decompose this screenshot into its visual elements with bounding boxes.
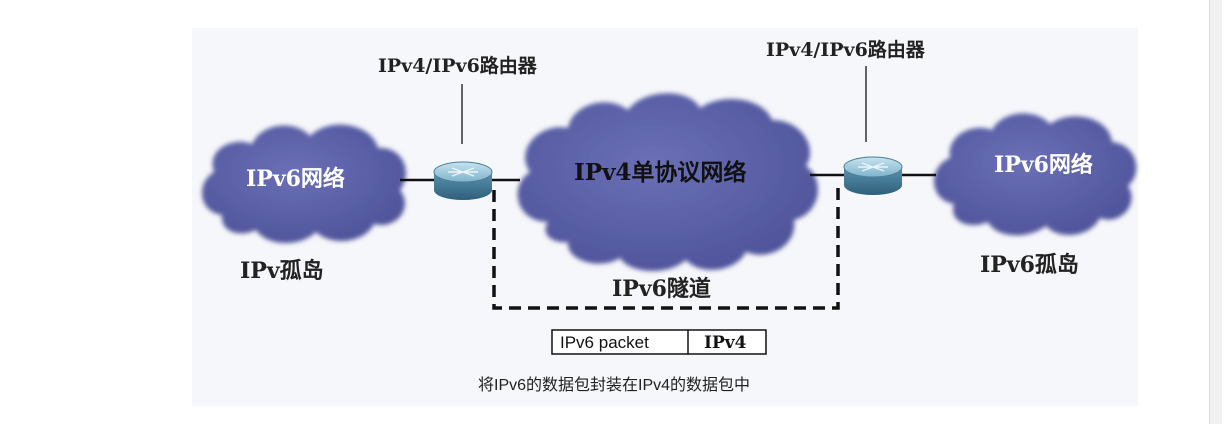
- right-island-label: IPv6孤岛: [980, 252, 1079, 278]
- left-ipv6-cloud: [202, 124, 406, 244]
- right-cloud-label: IPv6网络: [994, 152, 1093, 178]
- encapsulated-packet: IPv6 packet IPv4: [551, 329, 767, 355]
- right-router-icon: [843, 156, 903, 195]
- left-router-label: IPv4/IPv6路由器: [378, 54, 538, 77]
- tunnel-label: IPv6隧道: [612, 276, 711, 302]
- right-router-label: IPv4/IPv6路由器: [766, 38, 926, 61]
- scroll-edge: [1209, 0, 1222, 424]
- right-ipv6-cloud: [933, 113, 1137, 236]
- ipv6-tunnel-path: [492, 186, 840, 310]
- caption: 将IPv6的数据包封装在IPv4的数据包中: [478, 376, 750, 394]
- center-cloud-label: IPv4单协议网络: [574, 159, 746, 186]
- left-island-label: IPv孤岛: [240, 258, 324, 284]
- packet-payload-label: IPv6 packet: [560, 333, 649, 352]
- left-cloud-label: IPv6网络: [246, 166, 345, 192]
- left-router-icon: [433, 161, 493, 200]
- packet-header-label: IPv4: [704, 333, 747, 353]
- center-ipv4-cloud: [517, 93, 818, 272]
